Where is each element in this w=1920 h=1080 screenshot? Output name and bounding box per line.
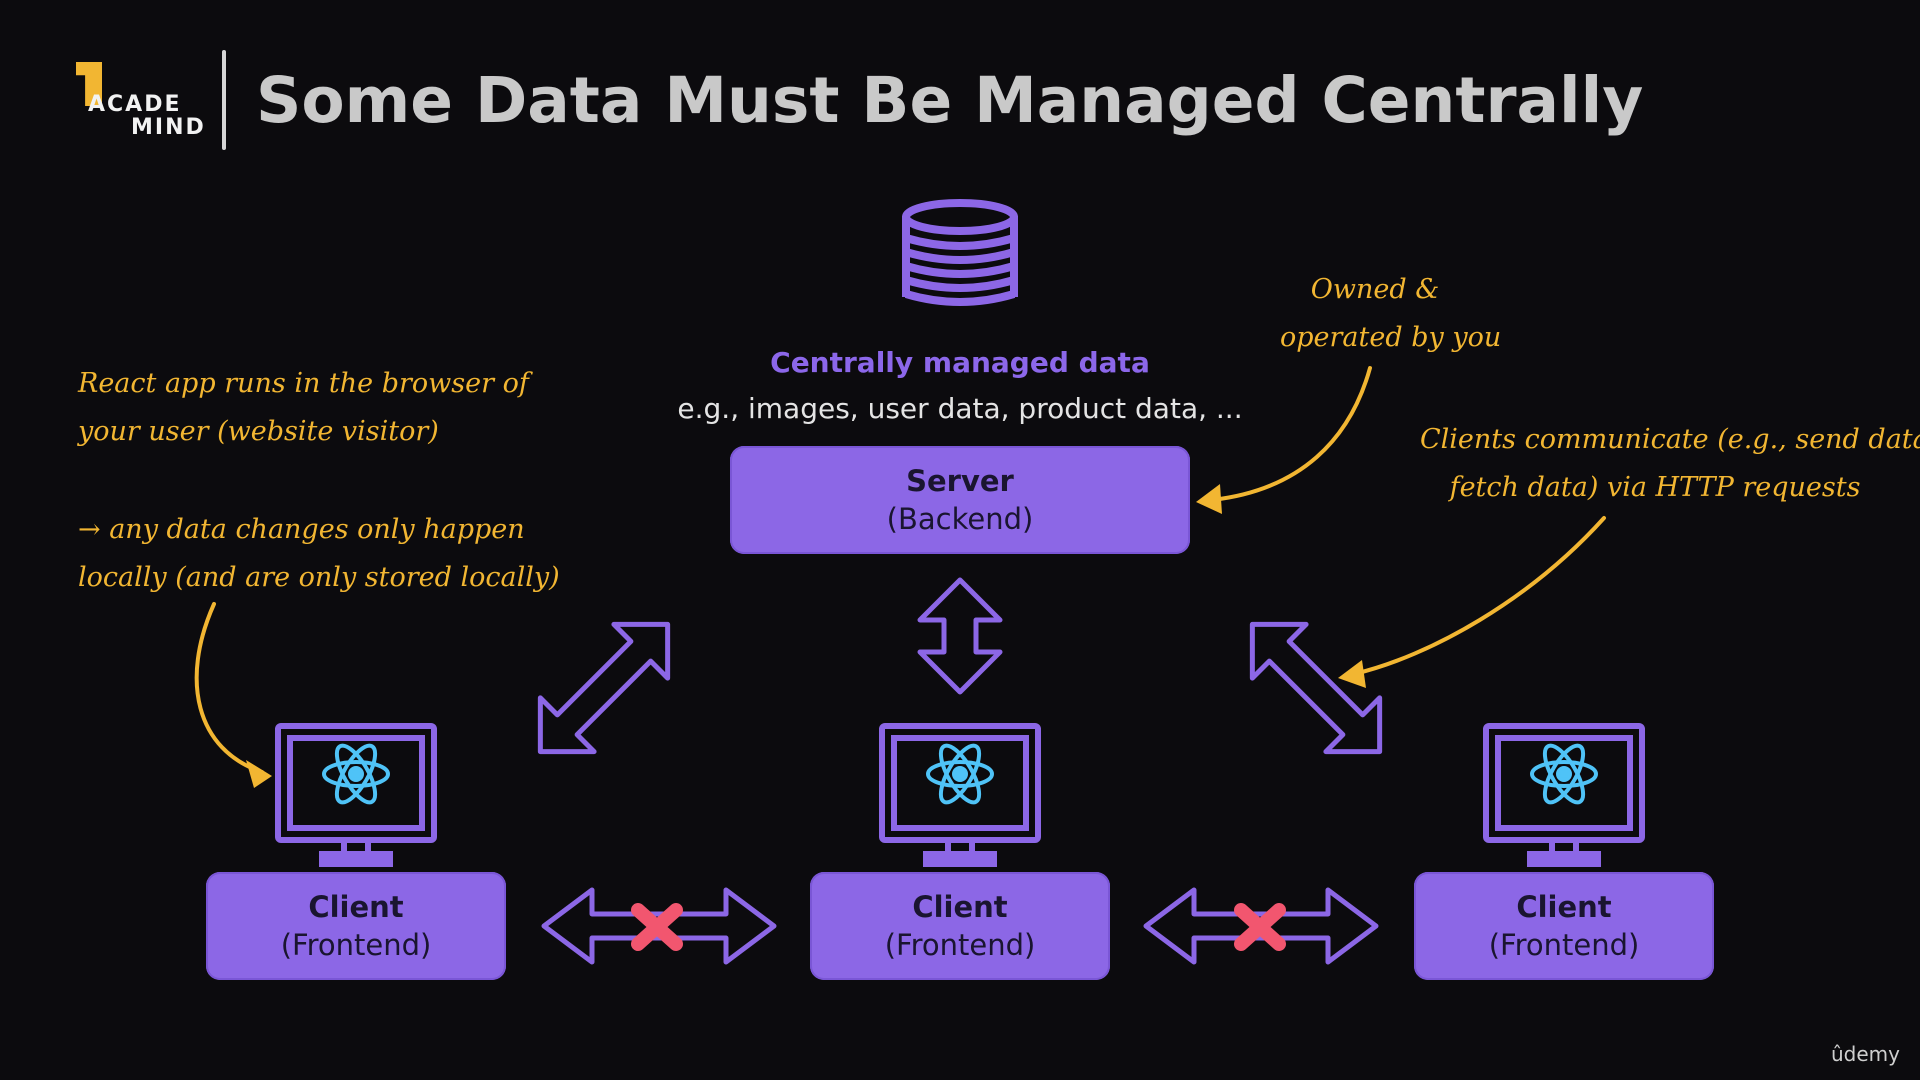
database-label: Centrally managed data [770,346,1150,379]
annotation-arrow-clients [1352,516,1606,676]
client-box-3: Client (Frontend) [1414,872,1714,980]
note-http-line1: Clients communicate (e.g., send data, [1420,424,1920,455]
annotation-arrowhead-icon [1196,484,1222,514]
client-subtitle: (Frontend) [884,928,1036,962]
server-box: Server (Backend) [730,446,1190,554]
note-local-line2: locally (and are only stored locally) [78,562,560,593]
client-title: Client [912,890,1008,924]
react-icon [322,743,390,805]
annotation-arrowhead-icon [246,760,272,788]
header-divider [222,50,226,150]
note-browser: React app runs in the browser of your us… [78,360,529,456]
double-arrow-server-left [537,621,671,755]
double-arrow-server-center [917,577,1003,695]
logo-text-line1: ACADE [88,92,182,117]
annotation-arrowhead-icon [1338,660,1366,688]
monitor-icon [879,723,1041,867]
server-title: Server [906,464,1014,498]
no-communication-cross-icon [1234,903,1286,951]
double-arrow-server-right [1249,621,1383,755]
note-browser-line1: React app runs in the browser of [78,368,529,399]
logo-text-line2: MIND [131,115,206,140]
slide-title: Some Data Must Be Managed Centrally [256,64,1644,137]
client-title: Client [1516,890,1612,924]
annotation-arrow-left [194,602,264,774]
double-arrow-client-right [1143,887,1379,965]
note-owned: Owned & operated by you [1280,266,1502,362]
client-box-1: Client (Frontend) [206,872,506,980]
react-icon [926,743,994,805]
client-box-2: Client (Frontend) [810,872,1110,980]
note-clients-http: Clients communicate (e.g., send data, fe… [1420,416,1920,512]
monitor-icon [275,723,437,867]
react-icon [1530,743,1598,805]
udemy-watermark: ûdemy [1831,1042,1900,1066]
note-browser-line2: your user (website visitor) [78,416,439,447]
monitor-icon [1483,723,1645,867]
database-icon [902,199,1018,306]
client-subtitle: (Frontend) [280,928,432,962]
database-subtitle: e.g., images, user data, product data, .… [677,392,1243,425]
client-title: Client [308,890,404,924]
double-arrow-client-left [541,887,777,965]
annotation-arrow-owned [1210,366,1372,502]
no-communication-cross-icon [631,903,683,951]
note-owned-line2: operated by you [1280,322,1502,353]
note-owned-line1: Owned & [1310,274,1440,305]
note-http-line2: fetch data) via HTTP requests [1449,472,1861,503]
server-subtitle: (Backend) [886,502,1034,536]
academind-logo: ACADE MIND [74,60,204,150]
note-local-changes: → any data changes only happen locally (… [78,506,560,602]
note-local-line1: → any data changes only happen [78,514,525,545]
client-subtitle: (Frontend) [1488,928,1640,962]
